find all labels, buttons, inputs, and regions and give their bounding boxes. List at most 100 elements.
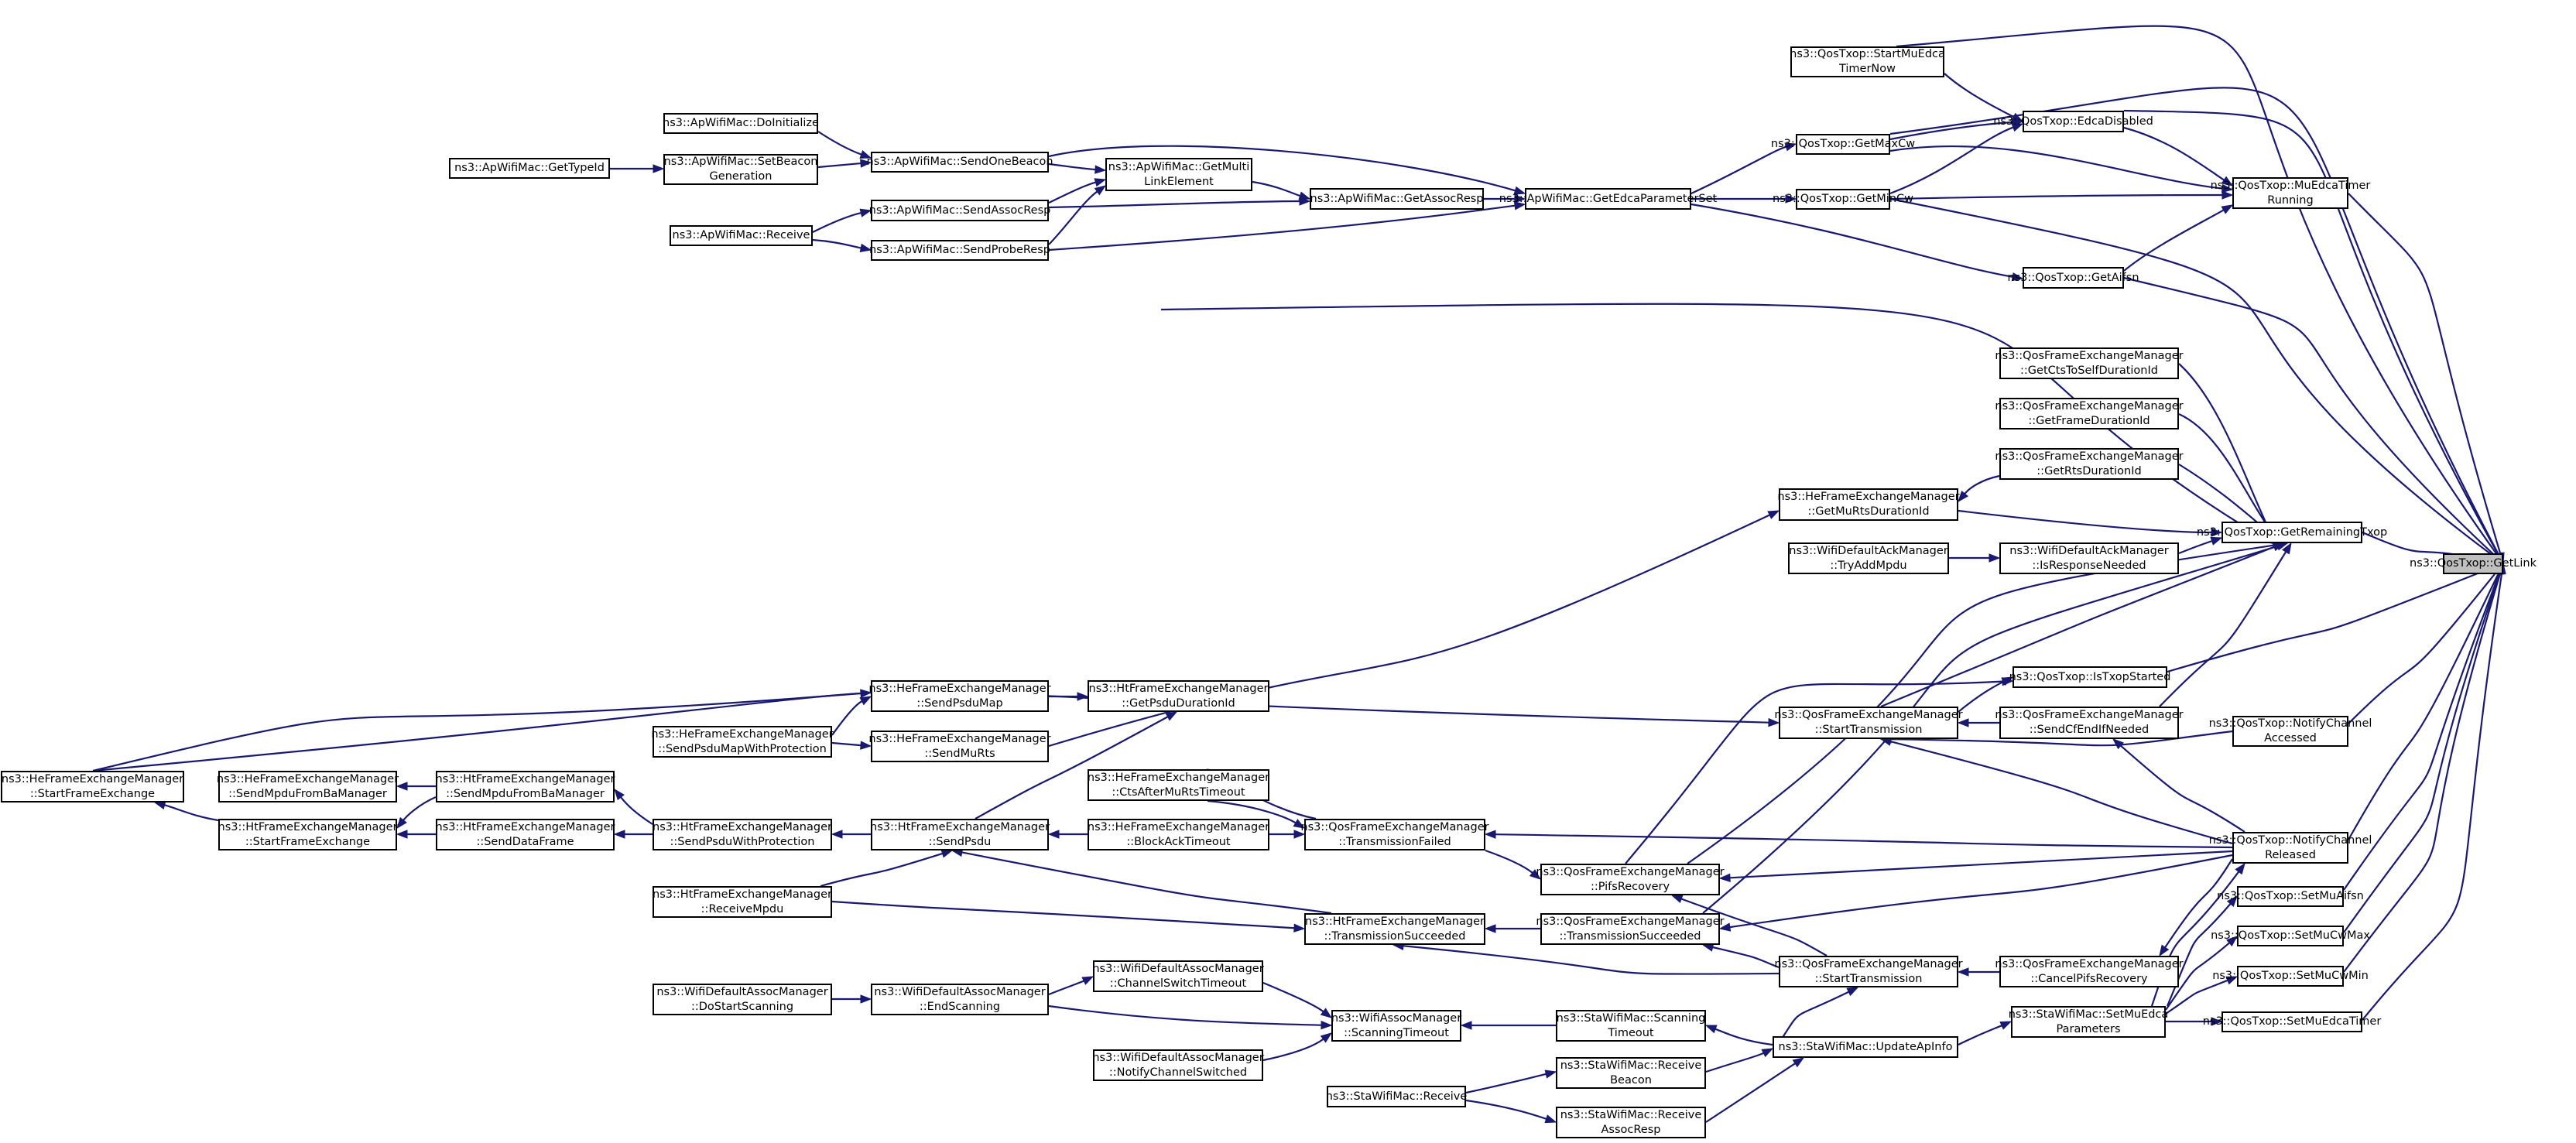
node-label-line: ns3::HeFrameExchangeManager: [216, 772, 399, 785]
node-get-aifsn[interactable]: ns3::QosTxop::GetAifsn: [2007, 267, 2139, 289]
node-qfem-get-frame-duration[interactable]: ns3::QosFrameExchangeManager::GetFrameDu…: [1995, 398, 2184, 429]
node-ap-get-type-id[interactable]: ns3::ApWifiMac::GetTypeId: [449, 158, 610, 179]
node-ap-do-initialize[interactable]: ns3::ApWifiMac::DoInitialize: [663, 113, 819, 134]
node-ap-send-one-beacon[interactable]: ns3::ApWifiMac::SendOneBeacon: [867, 152, 1053, 173]
node-qfem-pifs-recovery[interactable]: ns3::QosFrameExchangeManager::PifsRecove…: [1536, 864, 1725, 895]
node-get-max-cw[interactable]: ns3::QosTxop::GetMaxCw: [1771, 134, 1915, 155]
node-htfem-send-mpdu-from-ba-manager[interactable]: ns3::HtFrameExchangeManager::SendMpduFro…: [436, 771, 615, 802]
node-label-line: ns3::StaWifiMac::SetMuEdca: [2008, 1008, 2169, 1021]
node-set-mu-aifsn[interactable]: ns3::QosTxop::SetMuAifsn: [2217, 886, 2364, 907]
node-hefem-cts-after-mu-rts-timeout[interactable]: ns3::HeFrameExchangeManager::CtsAfterMuR…: [1088, 769, 1269, 801]
node-set-mu-edca-timer[interactable]: ns3::QosTxop::SetMuEdcaTimer: [2203, 1011, 2381, 1032]
node-htfem-send-data-frame[interactable]: ns3::HtFrameExchangeManager::SendDataFra…: [436, 819, 615, 850]
node-hefem-start-frame-exchange[interactable]: ns3::HeFrameExchangeManager::StartFrameE…: [1, 771, 184, 802]
node-label-line: ns3::StaWifiMac::Receive: [1325, 1090, 1468, 1103]
node-wdam-try-add-mpdu[interactable]: ns3::WifiDefaultAckManager::TryAddMpdu: [1788, 542, 1949, 574]
node-hefem-send-psdu-map-with-protection[interactable]: ns3::HeFrameExchangeManager::SendPsduMap…: [651, 726, 834, 758]
node-htfem-transmission-succeeded[interactable]: ns3::HtFrameExchangeManager::Transmissio…: [1304, 913, 1485, 945]
node-qfem-send-cf-end-if-needed[interactable]: ns3::QosFrameExchangeManager::SendCfEndI…: [1995, 707, 2184, 739]
node-wdam-channel-switch-timeout[interactable]: ns3::WifiDefaultAssocManager::ChannelSwi…: [1092, 960, 1264, 992]
node-label-line: ns3::HtFrameExchangeManager: [653, 888, 832, 901]
node-hefem-send-mpdu-from-ba-manager[interactable]: ns3::HeFrameExchangeManager::SendMpduFro…: [216, 771, 399, 802]
edge-arrowhead: [1094, 185, 1107, 196]
node-wdam-end-scanning[interactable]: ns3::WifiDefaultAssocManager::EndScannin…: [871, 984, 1049, 1015]
edge-notifyChannelReleased-to-qfemTransmissionFailed: [1495, 833, 2233, 849]
node-label-line: ns3::HeFrameExchangeManager: [1087, 820, 1270, 833]
node-hefem-send-psdu-map[interactable]: ns3::HeFrameExchangeManager::SendPsduMap: [868, 680, 1051, 712]
edge-htfemReceiveMpdu-to-htfemSendPsdu: [820, 852, 943, 888]
node-qfem-start-transmission[interactable]: ns3::QosFrameExchangeManager::StartTrans…: [1774, 707, 1963, 739]
node-get-link[interactable]: ns3::QosTxop::GetLink: [2410, 553, 2537, 574]
node-get-remaining-txop[interactable]: ns3::QosTxop::GetRemainingTxop: [2197, 522, 2387, 543]
node-ap-send-assoc-resp[interactable]: ns3::ApWifiMac::SendAssocResp: [869, 200, 1050, 221]
edge-qfemGetCtsToSelf-to-getRemainingTxop: [2178, 363, 2273, 535]
node-edca-disabled[interactable]: ns3::QosTxop::EdcaDisabled: [1993, 111, 2153, 132]
node-wdam-is-response-needed[interactable]: ns3::WifiDefaultAckManager::IsResponseNe…: [1999, 542, 2179, 574]
edge-apSetBeaconGeneration-to-apSendOneBeacon: [817, 162, 862, 169]
node-label-line: ns3::QosFrameExchangeManager: [1300, 820, 1489, 833]
node-label-line: ::ChannelSwitchTimeout: [1109, 977, 1247, 990]
node-hefem-block-ack-timeout[interactable]: ns3::HeFrameExchangeManager::BlockAckTim…: [1088, 819, 1269, 850]
edge-arrowhead: [860, 159, 872, 168]
node-ap-get-assoc-resp[interactable]: ns3::ApWifiMac::GetAssocResp: [1310, 188, 1484, 210]
node-swm-update-ap-info[interactable]: ns3::StaWifiMac::UpdateApInfo: [1773, 1036, 1958, 1058]
edge-startMuEdcaTimerNow-to-edcaDisabled: [1944, 73, 2014, 118]
edge-arrowhead: [2211, 1017, 2223, 1026]
node-set-mu-cw-max[interactable]: ns3::QosTxop::SetMuCwMax: [2211, 926, 2370, 946]
node-htfem-start-frame-exchange[interactable]: ns3::HtFrameExchangeManager::StartFrameE…: [218, 819, 397, 850]
node-htfem-receive-mpdu[interactable]: ns3::HtFrameExchangeManager::ReceiveMpdu: [653, 886, 832, 918]
edge-arrowhead: [613, 830, 625, 839]
edge-apDoInitialize-to-apSendOneBeacon: [817, 131, 862, 156]
node-htfem-get-psdu-duration-id[interactable]: ns3::HtFrameExchangeManager::GetPsduDura…: [1088, 680, 1269, 712]
node-set-mu-cw-min[interactable]: ns3::QosTxop::SetMuCwMin: [2212, 966, 2369, 987]
node-label-line: ::EndScanning: [919, 1000, 1001, 1013]
edge-arrowhead: [860, 994, 872, 1004]
edge-arrowhead: [2225, 976, 2239, 985]
node-label-line: ::TransmissionFailed: [1338, 835, 1451, 848]
edge-apSendProbeResp-to-apGetMultiLinkElement: [1048, 190, 1098, 245]
edge-arrowhead: [1544, 1114, 1557, 1124]
node-hefem-send-mu-rts[interactable]: ns3::HeFrameExchangeManager::SendMuRts: [868, 731, 1051, 762]
node-qfem-transmission-succeeded[interactable]: ns3::QosFrameExchangeManager::Transmissi…: [1536, 913, 1725, 945]
edge-hefemStartFrameExchange-to-hefemSendPsduMap: [92, 692, 862, 772]
edge-notifyChannelReleased-to-qfemPifsRecovery: [1729, 850, 2233, 879]
node-htfem-send-psdu[interactable]: ns3::HtFrameExchangeManager::SendPsdu: [870, 819, 1050, 850]
node-label-line: ns3::WifiDefaultAssocManager: [874, 985, 1046, 998]
node-ap-get-edca-parameter-set[interactable]: ns3::ApWifiMac::GetEdcaParameterSet: [1499, 188, 1717, 210]
edge-arrowhead: [1999, 1021, 2012, 1030]
node-qfem-start-transmission2[interactable]: ns3::QosFrameExchangeManager::StartTrans…: [1774, 956, 1963, 987]
node-get-min-cw[interactable]: ns3::QosTxop::GetMinCw: [1773, 189, 1913, 210]
edge-setMuCwMin-to-getLink: [2343, 573, 2502, 973]
node-qfem-get-rts-duration[interactable]: ns3::QosFrameExchangeManager::GetRtsDura…: [1995, 448, 2184, 480]
edge-arrowhead: [2011, 123, 2024, 132]
node-is-txop-started[interactable]: ns3::QosTxop::IsTxopStarted: [2009, 666, 2170, 688]
node-wdam-notify-channel-switched[interactable]: ns3::WifiDefaultAssocManager::NotifyChan…: [1092, 1049, 1264, 1081]
edge-arrowhead: [1484, 924, 1496, 933]
node-qfem-cancel-pifs-recovery[interactable]: ns3::QosFrameExchangeManager::CancelPifs…: [1995, 956, 2184, 987]
node-qfem-get-cts-to-self[interactable]: ns3::QosFrameExchangeManager::GetCtsToSe…: [1995, 347, 2184, 379]
node-ap-receive[interactable]: ns3::ApWifiMac::Receive: [670, 225, 813, 246]
node-swm-receive[interactable]: ns3::StaWifiMac::Receive: [1325, 1086, 1468, 1107]
node-ap-send-probe-resp[interactable]: ns3::ApWifiMac::SendProbeResp: [869, 240, 1050, 261]
edge-htfemSendPsdu-to-htfemGetPsduDurationId: [975, 716, 1169, 820]
node-qfem-transmission-failed[interactable]: ns3::QosFrameExchangeManager::Transmissi…: [1300, 819, 1489, 850]
node-hefem-get-mu-rts-duration[interactable]: ns3::HeFrameExchangeManager::GetMuRtsDur…: [1777, 488, 1960, 521]
edge-arrowhead: [1165, 711, 1178, 721]
node-htfem-send-psdu-with-protection[interactable]: ns3::HtFrameExchangeManager::SendPsduWit…: [653, 819, 832, 850]
node-label-line: ns3::HtFrameExchangeManager: [435, 772, 615, 785]
node-wam-scanning-timeout[interactable]: ns3::WifiAssocManager::ScanningTimeout: [1331, 1010, 1461, 1042]
node-wdam-do-start-scanning[interactable]: ns3::WifiDefaultAssocManager::DoStartSca…: [653, 984, 832, 1015]
edge-notifyChannelReleased-to-getLink: [2348, 572, 2500, 840]
edge-qfemTransmissionSucceeded-to-getRemainingTxop: [1702, 545, 2278, 914]
